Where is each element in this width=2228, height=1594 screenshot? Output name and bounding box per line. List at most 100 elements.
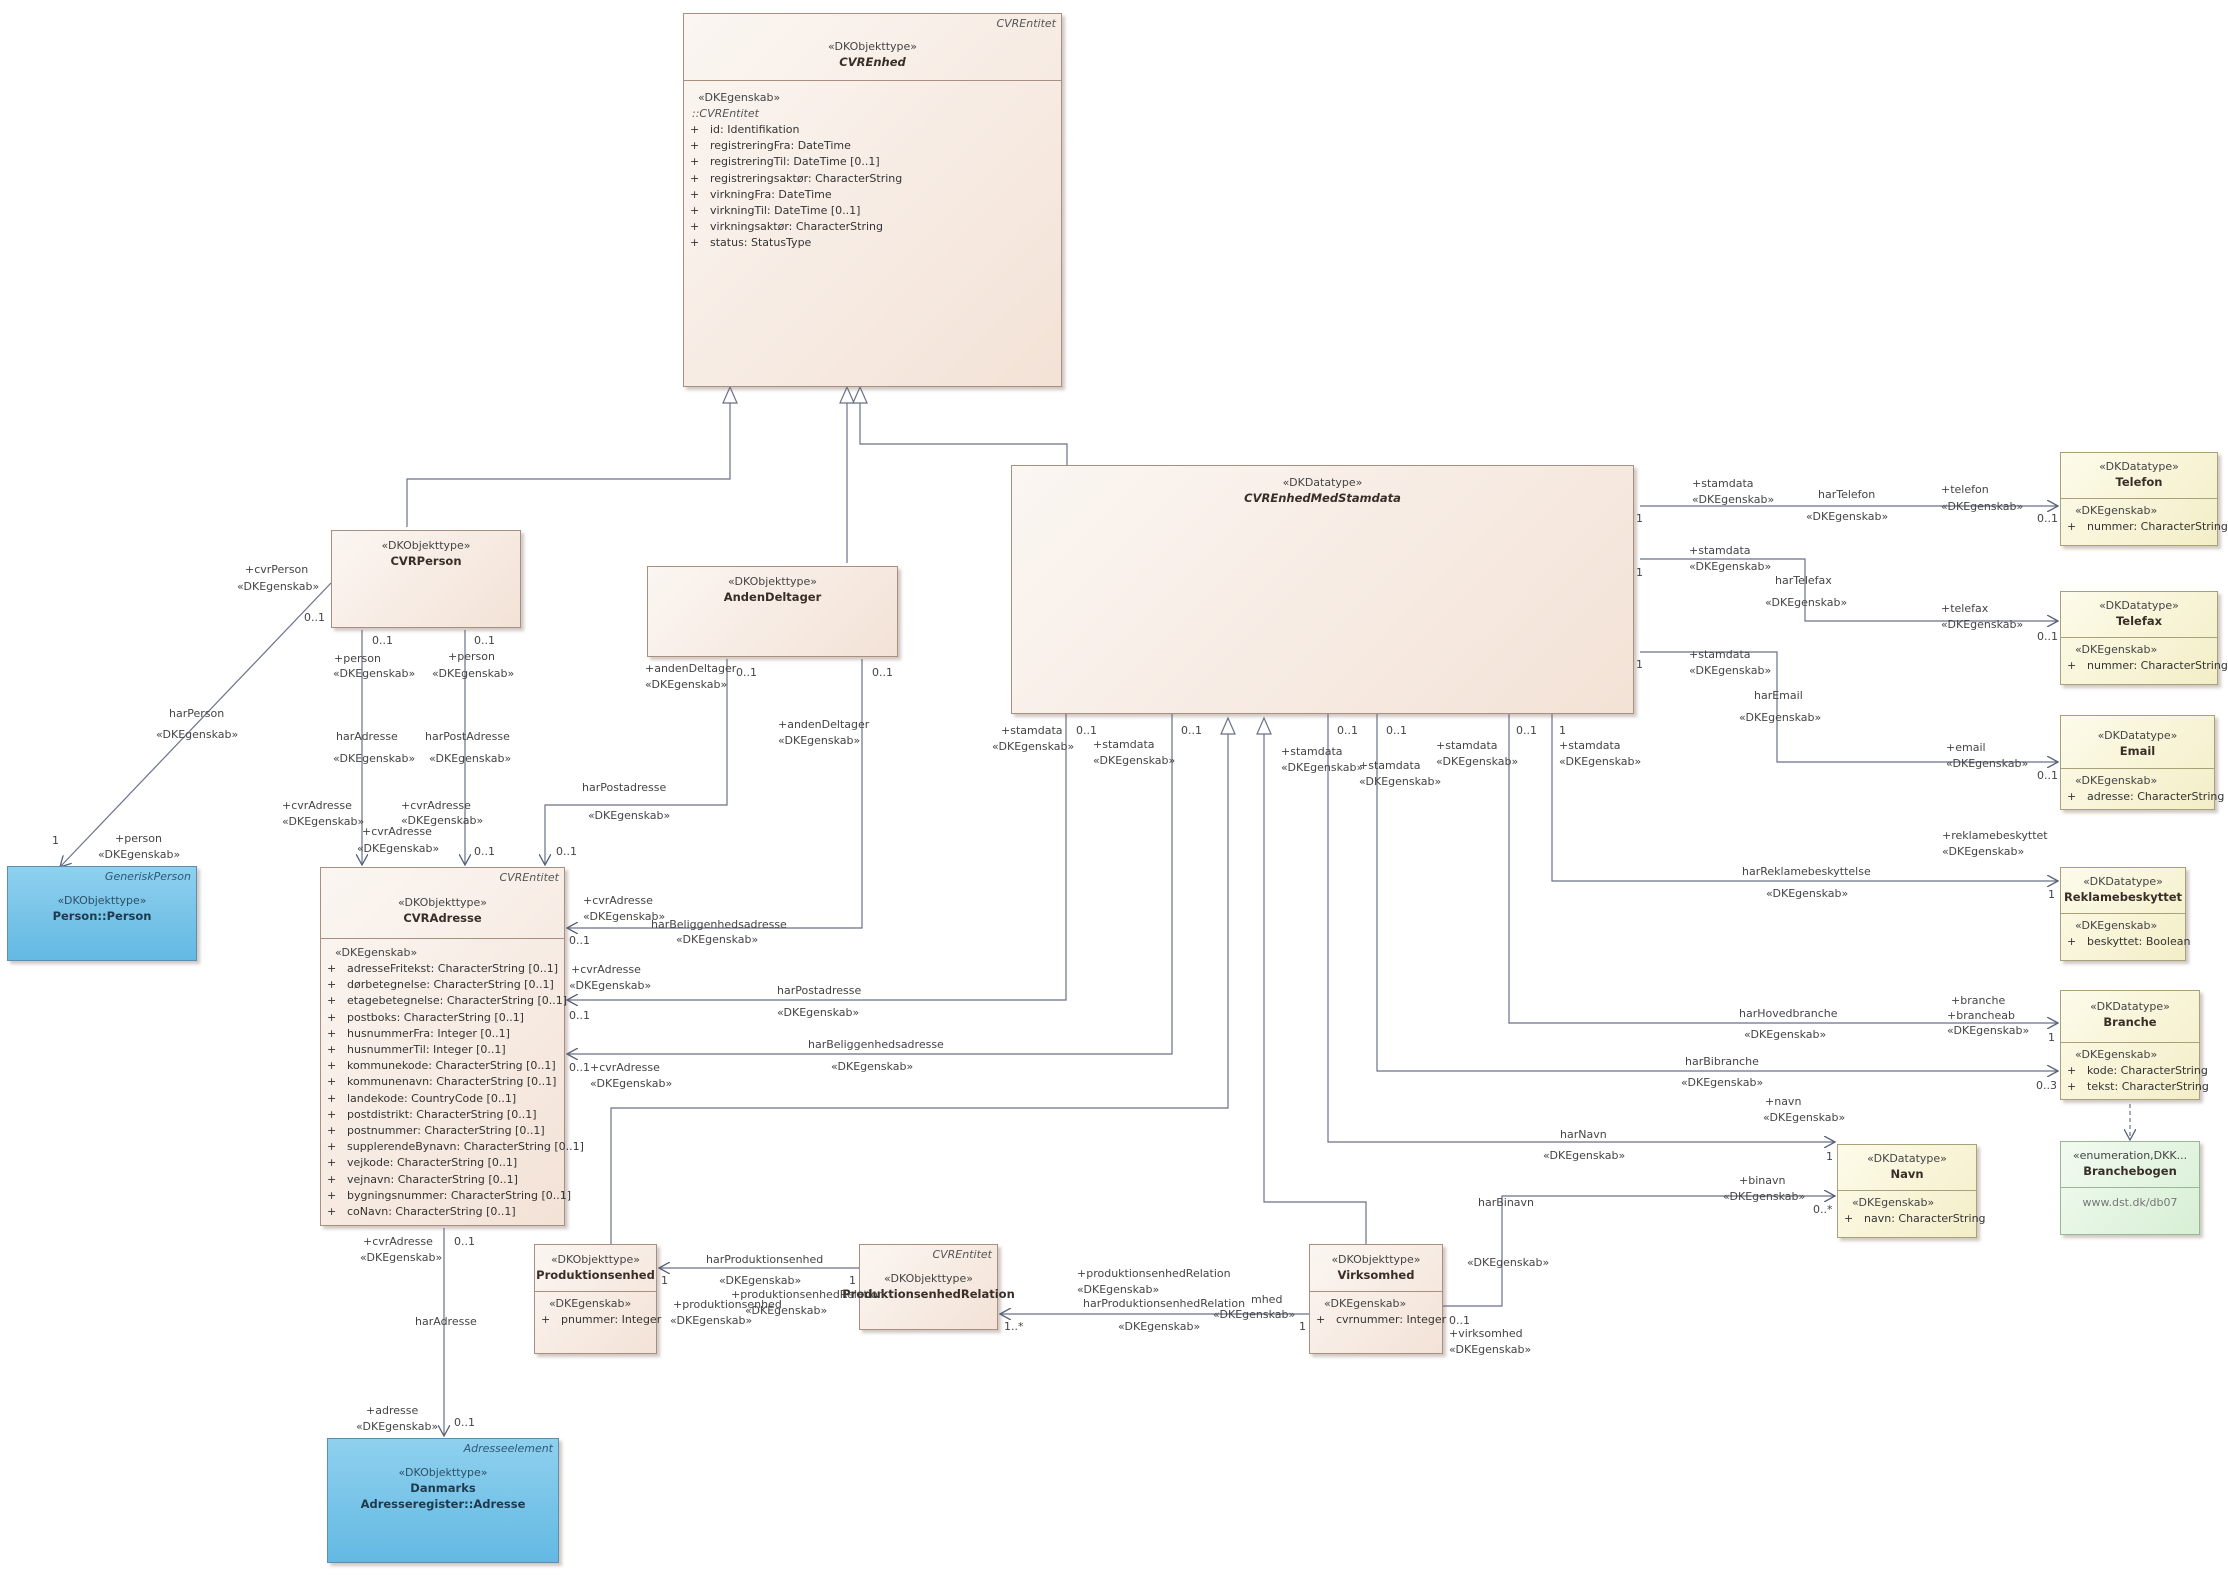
datatype-reklamebeskyttet[interactable]: «DKDatatype» Reklamebeskyttet «DKEgenska… bbox=[2060, 867, 2190, 961]
class-produktionsenhedrelation[interactable]: CVREntitet «DKObjekttype» Produktionsenh… bbox=[842, 1244, 1015, 1330]
datatype-email[interactable]: «DKDatatype» Email «DKEgenskab» +adresse… bbox=[2060, 715, 2224, 810]
attribute-text: supplerendeBynavn: CharacterString [0..1… bbox=[347, 1140, 584, 1154]
attribute-row[interactable]: +kode: CharacterString bbox=[2067, 1063, 2208, 1079]
attribute-row[interactable]: +beskyttet: Boolean bbox=[2067, 934, 2190, 950]
attribute-row[interactable]: +vejkode: CharacterString [0..1] bbox=[327, 1155, 558, 1171]
class-cvrenhed[interactable]: CVREntitet «DKObjekttype» CVREnhed «DKEg… bbox=[683, 13, 1062, 387]
attribute-text: navn: CharacterString bbox=[1864, 1212, 1986, 1225]
class-tag: CVREntitet bbox=[499, 871, 559, 884]
visibility-marker: + bbox=[690, 171, 700, 185]
generalization-arrowhead-4 bbox=[1220, 716, 1236, 735]
role-label: +stamdata bbox=[1559, 739, 1621, 752]
class-name: Produktionsenhed bbox=[536, 1268, 655, 1282]
attribute-stereotype: «DKEgenskab» bbox=[2075, 643, 2158, 656]
class-person[interactable]: GeneriskPerson «DKObjekttype» Person::Pe… bbox=[7, 866, 197, 961]
attribute-row[interactable]: +virkningsaktør: CharacterString bbox=[690, 219, 1055, 235]
generalization-arrowhead-2 bbox=[839, 385, 855, 404]
role-label: +andenDeltager bbox=[778, 718, 870, 731]
stereotype: «DKObjekttype» bbox=[727, 575, 818, 588]
attribute-row[interactable]: +husnummerTil: Integer [0..1] bbox=[327, 1042, 558, 1058]
stereotype: «DKDatatype» bbox=[1867, 1152, 1947, 1165]
generalization-cvrperson bbox=[406, 400, 731, 527]
role-label: +andenDeltager bbox=[645, 662, 737, 675]
stereotype: «DKDatatype» bbox=[2090, 1000, 2170, 1013]
stereotype-label: «DKEgenskab» bbox=[1739, 711, 1822, 724]
role-label: +stamdata bbox=[1689, 648, 1751, 661]
attribute-row[interactable]: +postnummer: CharacterString [0..1] bbox=[327, 1123, 558, 1139]
datatype-navn[interactable]: «DKDatatype» Navn «DKEgenskab» +navn: Ch… bbox=[1837, 1144, 1986, 1238]
class-name: Email bbox=[2119, 744, 2156, 758]
visibility-marker: + bbox=[327, 1107, 337, 1121]
attribute-row[interactable]: +landekode: CountryCode [0..1] bbox=[327, 1091, 558, 1107]
multiplicity-label: 1 bbox=[661, 1274, 668, 1287]
attribute-row[interactable]: +registreringsaktør: CharacterString bbox=[690, 171, 1055, 187]
multiplicity-label: 0..1 bbox=[736, 666, 757, 679]
attribute-row[interactable]: +tekst: CharacterString bbox=[2067, 1079, 2209, 1095]
class-produktionsenhed[interactable]: «DKObjekttype» Produktionsenhed «DKEgens… bbox=[534, 1244, 661, 1354]
class-andendeltager[interactable]: «DKObjekttype» AndenDeltager bbox=[647, 566, 898, 657]
attribute-row[interactable]: +virkningFra: DateTime bbox=[690, 187, 1055, 203]
association-name: harPostadresse bbox=[777, 984, 862, 997]
attribute-row[interactable]: +id: Identifikation bbox=[690, 122, 1055, 138]
attribute-row[interactable]: +dørbetegnelse: CharacterString [0..1] bbox=[327, 977, 558, 993]
enumeration-branchebogen[interactable]: «enumeration,DKK... Branchebogen www.dst… bbox=[2060, 1141, 2200, 1235]
association-name: harTelefon bbox=[1818, 488, 1876, 501]
attribute-list: +navn: CharacterString bbox=[1844, 1211, 1986, 1227]
multiplicity-label: 1 bbox=[1636, 512, 1643, 525]
multiplicity-label: 0..1 bbox=[569, 1061, 590, 1074]
attribute-list: +cvrnummer: Integer bbox=[1316, 1312, 1446, 1328]
attribute-row[interactable]: +registreringFra: DateTime bbox=[690, 138, 1055, 154]
visibility-marker: + bbox=[690, 139, 700, 153]
attribute-row[interactable]: +nummer: CharacterString bbox=[2067, 658, 2228, 674]
class-virksomhed[interactable]: «DKObjekttype» Virksomhed «DKEgenskab» +… bbox=[1309, 1244, 1446, 1354]
attribute-row[interactable]: +registreringTil: DateTime [0..1] bbox=[690, 154, 1055, 170]
attribute-row[interactable]: +etagebetegnelse: CharacterString [0..1] bbox=[327, 993, 567, 1009]
stereotype-label: «DKEgenskab» bbox=[590, 1077, 673, 1090]
attribute-row[interactable]: +status: StatusType bbox=[690, 235, 1055, 251]
class-cvrperson[interactable]: «DKObjekttype» CVRPerson bbox=[331, 530, 521, 628]
visibility-marker: + bbox=[327, 1124, 337, 1138]
attribute-row[interactable]: +supplerendeBynavn: CharacterString [0..… bbox=[327, 1139, 584, 1155]
datatype-branche[interactable]: «DKDatatype» Branche «DKEgenskab» +kode:… bbox=[2060, 990, 2209, 1100]
datatype-telefon[interactable]: «DKDatatype» Telefon «DKEgenskab» +numme… bbox=[2060, 452, 2228, 546]
visibility-marker: + bbox=[690, 155, 700, 169]
attribute-row[interactable]: +coNavn: CharacterString [0..1] bbox=[327, 1204, 558, 1220]
visibility-marker: + bbox=[327, 1188, 337, 1202]
assoc-harperson bbox=[60, 582, 332, 867]
attribute-row[interactable]: +pnummer: Integer bbox=[541, 1312, 661, 1328]
stereotype-label: «DKEgenskab» bbox=[1543, 1149, 1626, 1162]
attribute-row[interactable]: +kommunekode: CharacterString [0..1] bbox=[327, 1058, 558, 1074]
class-cvradresse[interactable]: CVREntitet «DKObjekttype» CVRAdresse «DK… bbox=[320, 867, 584, 1226]
attribute-row[interactable]: +postdistrikt: CharacterString [0..1] bbox=[327, 1107, 558, 1123]
attribute-compartment: «DKEgenskab» ::CVREntitet +id: Identifik… bbox=[684, 81, 1061, 256]
visibility-marker: + bbox=[327, 1043, 337, 1057]
attribute-row[interactable]: +kommunenavn: CharacterString [0..1] bbox=[327, 1074, 558, 1090]
attribute-row[interactable]: +husnummerFra: Integer [0..1] bbox=[327, 1026, 558, 1042]
multiplicity-label: 0..1 bbox=[454, 1416, 475, 1429]
multiplicity-label: 0..* bbox=[1813, 1203, 1833, 1216]
attribute-row[interactable]: +vejnavn: CharacterString [0..1] bbox=[327, 1172, 558, 1188]
visibility-marker: + bbox=[327, 1205, 337, 1219]
attribute-text: kommunekode: CharacterString [0..1] bbox=[347, 1059, 556, 1073]
class-adresse[interactable]: Adresseelement «DKObjekttype» Danmarks A… bbox=[327, 1438, 559, 1563]
attribute-row[interactable]: +adresse: CharacterString bbox=[2067, 789, 2224, 805]
attribute-row[interactable]: +postboks: CharacterString [0..1] bbox=[327, 1010, 558, 1026]
attribute-row[interactable]: +bygningsnummer: CharacterString [0..1] bbox=[327, 1188, 571, 1204]
class-cvrenhedmedstamdata[interactable]: «DKDatatype» CVREnhedMedStamdata bbox=[1011, 465, 1634, 714]
attribute-compartment: «DKEgenskab» +nummer: CharacterString bbox=[2061, 499, 2228, 539]
attribute-row[interactable]: +cvrnummer: Integer bbox=[1316, 1312, 1446, 1328]
attribute-text: kommunenavn: CharacterString [0..1] bbox=[347, 1075, 557, 1089]
class-name: Danmarks Adresseregister::Adresse bbox=[360, 1481, 526, 1511]
role-label: +cvrAdresse bbox=[401, 799, 471, 812]
datatype-telefax[interactable]: «DKDatatype» Telefax «DKEgenskab» +numme… bbox=[2060, 591, 2228, 685]
attribute-row[interactable]: +virkningTil: DateTime [0..1] bbox=[690, 203, 1055, 219]
attribute-row[interactable]: +nummer: CharacterString bbox=[2067, 519, 2228, 535]
class-name: Reklamebeskyttet bbox=[2063, 890, 2183, 904]
class-name: ProduktionsenhedRelation bbox=[842, 1287, 1015, 1301]
attribute-row[interactable]: +adresseFritekst: CharacterString [0..1] bbox=[327, 961, 558, 977]
attribute-row[interactable]: +navn: CharacterString bbox=[1844, 1211, 1986, 1227]
multiplicity-label: 0..3 bbox=[2036, 1079, 2057, 1092]
attribute-text: pnummer: Integer bbox=[561, 1313, 662, 1326]
multiplicity-label: 0..1 bbox=[2037, 630, 2058, 643]
stereotype: «DKDatatype» bbox=[2099, 599, 2179, 612]
